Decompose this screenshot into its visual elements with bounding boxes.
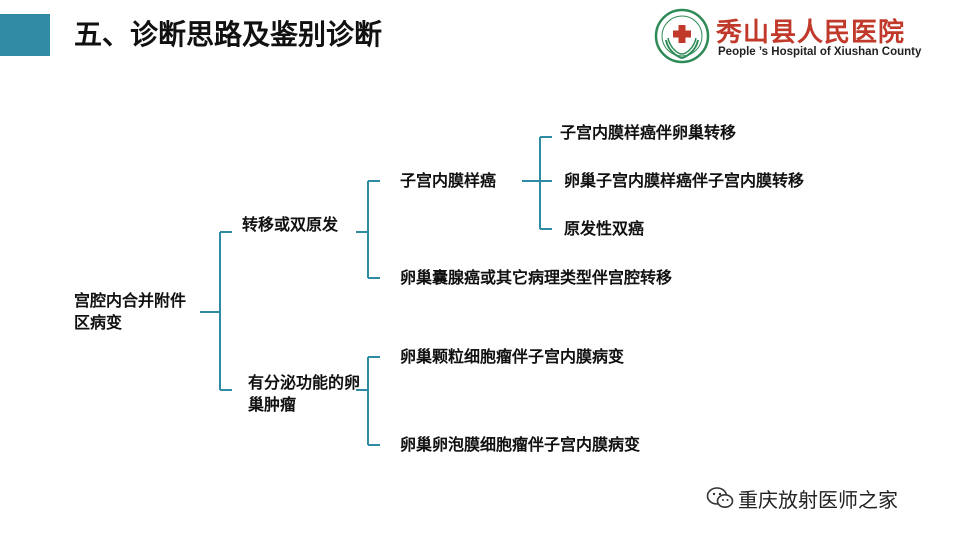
hospital-name-cn: 秀山县人民医院	[716, 18, 906, 48]
hospital-emblem-icon	[654, 8, 710, 64]
node-granulosa-cell-tumor: 卵巢颗粒细胞瘤伴子宫内膜病变	[400, 347, 625, 366]
title-accent-bar	[0, 14, 50, 56]
node-thecoma: 卵巢卵泡膜细胞瘤伴子宫内膜病变	[400, 435, 641, 454]
watermark: 重庆放射医师之家	[706, 482, 898, 514]
node-endometrioid-carcinoma: 子宫内膜样癌	[400, 171, 497, 190]
node-endometrial-with-ovarian-metastasis: 子宫内膜样癌伴卵巢转移	[560, 123, 737, 142]
wechat-icon	[706, 487, 734, 508]
node-functional-ovarian-tumor: 有分泌功能的卵巢肿瘤	[248, 373, 361, 414]
node-ovarian-with-endometrial-metastasis: 卵巢子宫内膜样癌伴子宫内膜转移	[564, 171, 805, 190]
page-title: 五、诊断思路及鉴别诊断	[74, 18, 383, 51]
node-ovarian-cystadenocarcinoma: 卵巢囊腺癌或其它病理类型伴宫腔转移	[400, 268, 673, 287]
hospital-logo: 秀山县人民医院 People ’s Hospital of Xiushan Co…	[654, 8, 944, 64]
watermark-text: 重庆放射医师之家	[738, 487, 898, 512]
hospital-name-en: People ’s Hospital of Xiushan County	[718, 46, 922, 58]
root-node: 宫腔内合并附件区病变	[74, 291, 187, 332]
node-primary-dual-cancer: 原发性双癌	[564, 219, 645, 238]
node-metastasis-or-dual-primary: 转移或双原发	[242, 215, 339, 234]
